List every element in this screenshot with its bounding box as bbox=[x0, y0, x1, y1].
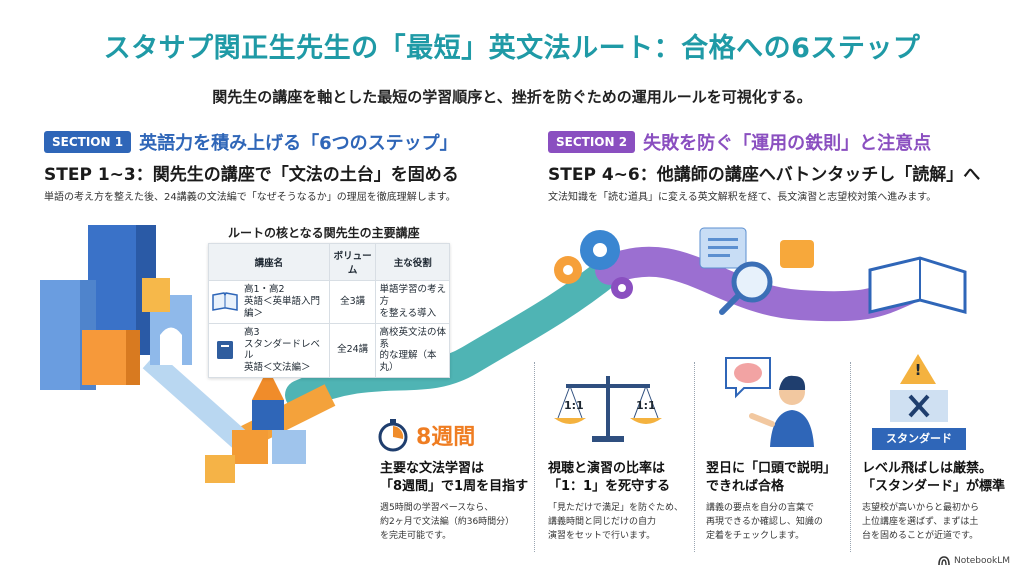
course-volume: 全3講 bbox=[328, 280, 377, 324]
warning-icon bbox=[900, 354, 936, 384]
scale-label-right: 1:1 bbox=[636, 399, 656, 412]
section1-title: 英語力を積み上げる「6つのステップ」 bbox=[139, 133, 458, 154]
course-name-line: 英語＜文法編＞ bbox=[244, 362, 311, 374]
section2-header: SECTION 2 失敗を防ぐ「運用の鉄則」と注意点 bbox=[548, 129, 931, 155]
card-heading-line: 主要な文法学習は bbox=[380, 461, 485, 476]
card-divider bbox=[694, 362, 695, 552]
card-body-line: 約2ヶ月で文法編（約36時間分） bbox=[380, 517, 515, 528]
stopwatch-icon bbox=[378, 419, 408, 452]
closed-book-icon bbox=[217, 341, 233, 360]
section2-title: 失敗を防ぐ「運用の鉄則」と注意点 bbox=[643, 133, 932, 154]
magnifier-icon bbox=[731, 261, 773, 303]
chat-bubble-icon bbox=[780, 240, 814, 268]
cube-blue bbox=[252, 400, 284, 430]
course-role-line: 単語学習の考え方 bbox=[379, 284, 446, 307]
section1-badge: SECTION 1 bbox=[44, 131, 132, 153]
course-name-line: スタンダードレベル bbox=[244, 338, 321, 362]
course-name-line: 高3 bbox=[244, 326, 260, 338]
route-illustration bbox=[40, 225, 967, 483]
open-book-icon bbox=[868, 256, 967, 314]
section2-badge: SECTION 2 bbox=[548, 131, 636, 153]
card-body-line: 上位講座を選ばず、まずは土 bbox=[862, 517, 979, 528]
table-row: 高1・高2 英語＜英単語入門編＞ 全3講 単語学習の考え方 を整える導入 bbox=[208, 280, 450, 324]
card-body-line: 「見ただけで満足」を防ぐため、 bbox=[548, 503, 684, 514]
route-ribbon-lightblue bbox=[142, 351, 248, 449]
column-header: 講座名 bbox=[208, 243, 330, 281]
tip-card-2: 視聴と演習の比率は 「1：1」を死守する 「見ただけで満足」を防ぐため、 講義時… bbox=[548, 460, 692, 544]
card-body-line: 講義時間と同じだけの自力 bbox=[548, 517, 657, 528]
column-header: ボリューム bbox=[328, 243, 377, 281]
card-heading-line: 「8週間」で1周を目指す bbox=[380, 479, 529, 495]
building-left bbox=[40, 280, 80, 390]
card-body-line: 講義の要点を自分の言葉で bbox=[706, 503, 815, 514]
section1-step-title: STEP 1~3：関先生の講座で「文法の土台」を固める bbox=[44, 165, 459, 185]
page-title: スタサプ関正生先生の「最短」英文法ルート：合格への6ステップ bbox=[103, 33, 921, 64]
course-role-line: 高校英文法の体系 bbox=[379, 326, 446, 350]
eight-weeks-badge: 8週間 bbox=[376, 418, 475, 452]
footer-brand-text: NotebookLM bbox=[953, 556, 1010, 566]
section2-step-title: STEP 4~6：他講師の講座へバトンタッチし「読解」へ bbox=[548, 165, 981, 185]
card-divider bbox=[850, 362, 851, 552]
course-name-line: 高1・高2 bbox=[244, 284, 285, 295]
course-role-line: 的な理解（本丸） bbox=[379, 350, 437, 374]
scale-label-left: 1:1 bbox=[564, 399, 584, 412]
card-body-line: 再現できるか確認し、知識の bbox=[706, 517, 823, 528]
card-heading-line: 視聴と演習の比率は bbox=[548, 461, 666, 476]
course-role-line: を整える導入 bbox=[379, 307, 437, 319]
warning-mark: ! bbox=[914, 361, 922, 379]
course-table: 講座名 ボリューム 主な役割 高1・高2 英語＜英単語入門編＞ 全3講 bbox=[208, 243, 450, 379]
cross-icon bbox=[890, 390, 948, 422]
card-heading-line: 翌日に「口頭で説明」 bbox=[706, 461, 837, 476]
course-volume: 全24講 bbox=[328, 322, 377, 379]
tip-card-3: 翌日に「口頭で説明」 できれば合格 講義の要点を自分の言葉で 再現できるか確認し… bbox=[706, 460, 848, 544]
card-divider bbox=[534, 362, 535, 552]
card-body-line: 演習をセットで行います。 bbox=[548, 531, 656, 542]
card-heading-line: 「1：1」を死守する bbox=[548, 479, 671, 495]
section1-step-desc: 単語の考え方を整えた後、24講義の文法編で「なぜそうなるか」の理屈を徹底理解しま… bbox=[44, 192, 456, 203]
page-subtitle: 関先生の講座を軸とした最短の学習順序と、挫折を防ぐための運用ルールを可視化する。 bbox=[212, 88, 812, 106]
building-orange bbox=[82, 330, 126, 385]
course-name-line: 英語＜英単語入門編＞ bbox=[244, 295, 321, 319]
standard-label: スタンダード bbox=[872, 428, 966, 450]
section1-header: SECTION 1 英語力を積み上げる「6つのステップ」 bbox=[44, 129, 458, 155]
table-row: 高3 スタンダードレベル 英語＜文法編＞ 全24講 高校英文法の体系 的な理解（… bbox=[208, 322, 450, 379]
tip-card-1: 主要な文法学習は 「8週間」で1周を目指す 週5時間の学習ペースなら、 約2ヶ月… bbox=[380, 460, 530, 544]
tip-card-4: レベル飛ばしは厳禁。 「スタンダード」が標準 志望校が高いからと最初から 上位講… bbox=[862, 460, 1012, 544]
card-body-line: を完走可能です。 bbox=[380, 531, 452, 542]
pyramid-orange bbox=[252, 368, 284, 400]
card-heading-line: できれば合格 bbox=[706, 479, 785, 495]
table-header-row: 講座名 ボリューム 主な役割 bbox=[208, 243, 450, 281]
open-book-icon bbox=[212, 291, 238, 311]
eight-weeks-label: 8週間 bbox=[416, 425, 476, 450]
card-heading-line: レベル飛ばしは厳禁。 bbox=[862, 461, 993, 476]
notebooklm-logo-icon bbox=[938, 556, 950, 566]
cube-orange bbox=[232, 430, 268, 464]
footer-branding: NotebookLM bbox=[938, 556, 1010, 566]
card-body-line: 台を固めることが近道です。 bbox=[862, 531, 979, 542]
card-body-line: 週5時間の学習ペースなら、 bbox=[380, 503, 494, 514]
section2-step-desc: 文法知識を「読む道具」に変える英文解釈を経て、長文演習と志望校対策へ進みます。 bbox=[548, 192, 937, 203]
card-heading-line: 「スタンダード」が標準 bbox=[862, 479, 1006, 495]
balance-scale-icon bbox=[554, 376, 662, 442]
person-explaining-icon bbox=[725, 357, 814, 447]
card-body-line: 志望校が高いからと最初から bbox=[862, 503, 980, 514]
cube-lightblue bbox=[272, 430, 306, 464]
card-body-line: 定着をチェックします。 bbox=[706, 531, 805, 542]
building-yellow bbox=[142, 278, 170, 312]
course-table-title: ルートの核となる関先生の主要講座 bbox=[228, 226, 420, 240]
column-header: 主な役割 bbox=[375, 243, 450, 281]
